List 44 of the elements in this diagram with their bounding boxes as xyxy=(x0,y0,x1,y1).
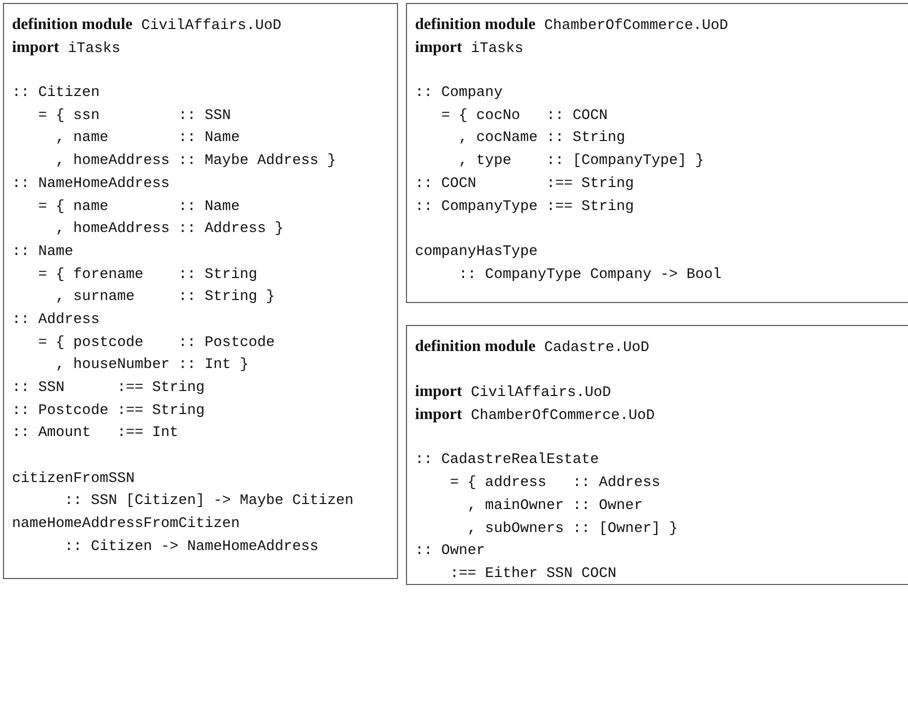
code-line: definition module Cadastre.UoD xyxy=(415,337,650,358)
code-line: , subOwners :: [Owner] } xyxy=(466,520,678,538)
code-line: citizenFromSSN xyxy=(12,470,135,489)
code-line: = { ssn :: SSN xyxy=(37,106,231,126)
code-line: , homeAddress :: Maybe Address } xyxy=(54,152,336,172)
code-line: , name :: Name xyxy=(54,129,240,148)
code-line: , type :: [CompanyType] } xyxy=(458,152,704,172)
code-line: import iTasks xyxy=(12,38,120,59)
code-line: , houseNumber :: Int } xyxy=(54,356,248,376)
code-panel xyxy=(406,325,908,585)
code-line: :: Citizen -> NameHomeAddress xyxy=(64,538,319,557)
code-line: import ChamberOfCommerce.UoD xyxy=(415,405,655,426)
code-line: = { forename :: String xyxy=(37,266,258,285)
code-panel xyxy=(406,3,908,303)
code-line: , homeAddress :: Address } xyxy=(54,220,284,240)
code-line: definition module CivilAffairs.UoD xyxy=(12,15,282,36)
code-line: :: Postcode :== String xyxy=(12,402,205,421)
code-line: import iTasks xyxy=(415,38,524,59)
code-line: :: CompanyType :== String xyxy=(415,198,634,216)
code-line: = { name :: Name xyxy=(37,198,240,216)
code-line: :: SSN :== String xyxy=(12,379,205,398)
code-line: :: SSN [Citizen] -> Maybe Citizen xyxy=(64,492,354,512)
code-line: , cocName :: String xyxy=(458,129,626,148)
code-line: :: Company xyxy=(415,84,503,104)
code-line: = { cocNo :: COCN xyxy=(440,106,608,126)
code-line: = { address :: Address xyxy=(449,474,660,494)
code-line: nameHomeAddressFromCitizen xyxy=(12,515,240,534)
code-line: :: CadastreRealEstate xyxy=(415,451,599,470)
code-line: :: CompanyType Company -> Bool xyxy=(458,266,722,285)
code-panel xyxy=(3,3,398,579)
code-line: :: Address xyxy=(12,310,100,330)
code-line: companyHasType xyxy=(415,242,538,262)
code-line: :== Either SSN COCN xyxy=(449,564,616,584)
code-line: = { postcode :: Postcode xyxy=(37,334,275,353)
code-line: :: COCN :== String xyxy=(415,174,634,194)
code-line: , surname :: String } xyxy=(54,288,275,308)
code-line: :: NameHomeAddress xyxy=(12,174,170,194)
code-line: :: Citizen xyxy=(12,84,100,104)
code-line: definition module ChamberOfCommerce.UoD xyxy=(415,15,728,36)
code-line: :: Name xyxy=(12,242,74,262)
code-line: :: Amount :== Int xyxy=(12,424,178,444)
code-line: , mainOwner :: Owner xyxy=(466,496,643,516)
code-line: :: Owner xyxy=(415,542,486,562)
code-line: import CivilAffairs.UoD xyxy=(415,382,611,404)
